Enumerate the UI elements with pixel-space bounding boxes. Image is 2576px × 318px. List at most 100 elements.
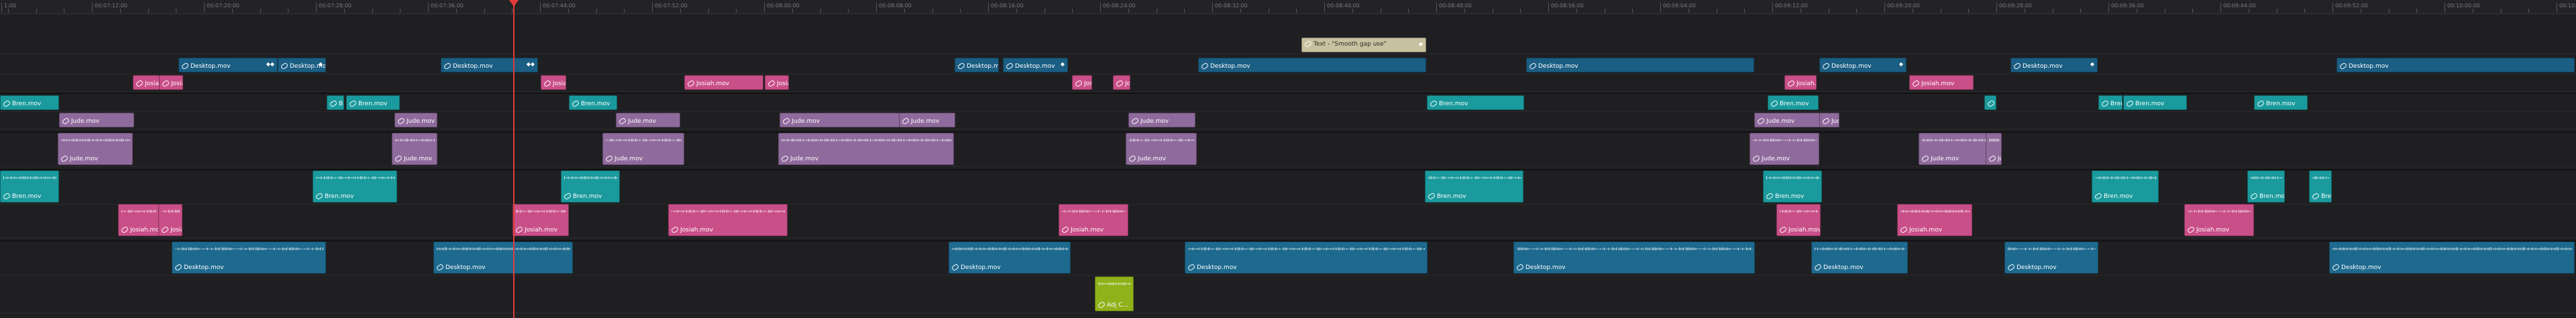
playhead[interactable] <box>513 4 515 318</box>
clip-title[interactable]: ◆Text - "Smooth gap use" <box>1301 38 1426 52</box>
clip-desktop[interactable]: ◆Desktop.mov <box>2010 58 2098 72</box>
clip-bren[interactable]: Bren.mov <box>569 95 617 110</box>
clip-jude[interactable]: Jude.mov <box>58 133 133 165</box>
clip-desktop[interactable]: Desktop.mov <box>2004 242 2098 274</box>
clip-jude[interactable]: Jude.mov <box>616 113 680 127</box>
clip-josiah[interactable]: Josiah.mov <box>1784 75 1817 90</box>
clip-josiah[interactable]: Josiah.mov <box>765 75 789 90</box>
clip-jude[interactable]: Jude.mov <box>1750 133 1819 165</box>
audio-waveform <box>1900 209 1970 213</box>
clip-desktop[interactable]: Desktop.mov <box>2337 58 2575 72</box>
clip-bren[interactable]: Bren.mov <box>346 95 400 110</box>
clip-jude[interactable]: Jude.mov <box>394 113 437 127</box>
link-icon <box>1097 301 1106 309</box>
clip-bren[interactable]: Bren.mov <box>1984 95 1996 110</box>
clip-bren[interactable]: Bren.mov <box>1768 95 1819 110</box>
clip-desktop[interactable]: Desktop.mov <box>1198 58 1426 72</box>
clip-bren[interactable]: Bren.mov <box>1425 170 1523 203</box>
keyframe-icon[interactable]: ◆ <box>2090 61 2094 67</box>
clip-jude[interactable]: Jude.mov <box>899 113 955 127</box>
clip-josiah[interactable]: Josiah.mov <box>2184 204 2254 236</box>
clip-josiah[interactable]: Josiah.mov <box>1059 204 1128 236</box>
clip-desktop[interactable]: Desktop.mov <box>2329 242 2575 274</box>
clip-bren[interactable]: Bren.mov <box>2247 170 2285 203</box>
clip-desktop[interactable]: Desktop.mov <box>1185 242 1428 274</box>
clip-desktop[interactable]: Desktop.mov <box>172 242 326 274</box>
clip-jude[interactable]: Jude.mov <box>1128 113 1195 127</box>
clip-desktop[interactable]: ◆◆Desktop.mov <box>441 58 538 72</box>
clip-desktop[interactable]: Desktop.mov <box>955 58 999 72</box>
clip-desktop[interactable]: Desktop.mov <box>433 242 573 274</box>
clip-josiah[interactable]: Josiah.mov <box>1113 75 1130 90</box>
clip-bren[interactable]: Bren.mov <box>313 170 397 203</box>
clip-josiah[interactable]: Josiah.mov <box>1776 204 1821 236</box>
clip-name-text: Bren.mov <box>2266 101 2296 107</box>
clip-desktop[interactable]: Desktop.mov <box>1811 242 1908 274</box>
clip-bren[interactable]: Bren.mov <box>2254 95 2308 110</box>
clip-josiah[interactable]: Josiah.mov <box>1909 75 1974 90</box>
clip-desktop[interactable]: Desktop.mov <box>1526 58 1754 72</box>
clip-bren[interactable]: Bren.mov <box>0 95 59 110</box>
clip-desktop[interactable]: Desktop.mov <box>949 242 1071 274</box>
clip-bren[interactable]: Bren.mov <box>1427 95 1524 110</box>
clip-desktop[interactable]: ◆◆Desktop.mov <box>178 58 278 72</box>
clip-jude[interactable]: Jude.mov <box>1819 113 1839 127</box>
clip-name: Bren.mov <box>348 99 387 108</box>
clip-josiah[interactable]: Josiah.mov <box>541 75 566 90</box>
clip-bren[interactable]: Bren.mov <box>1763 170 1822 203</box>
clip-bren[interactable]: Bren.mov <box>2092 170 2159 203</box>
keyframe-icon[interactable]: ◆ <box>1898 61 1903 67</box>
keyframe-icon[interactable]: ◆◆ <box>266 61 274 67</box>
link-icon <box>2331 263 2341 272</box>
clip-bren[interactable]: Bren.mov <box>2123 95 2187 110</box>
clip-josiah[interactable]: Josiah.mov <box>118 204 160 236</box>
clip-jude[interactable]: Jude.mov <box>780 113 900 127</box>
ruler-minor-tick <box>1464 9 1465 13</box>
audio-waveform <box>1753 138 1817 142</box>
clip-desktop[interactable]: ◆Desktop.mov <box>278 58 326 72</box>
clip-jude[interactable]: Jude.mov <box>1986 133 2002 165</box>
clip-josiah[interactable]: Josiah.mov <box>158 204 182 236</box>
clip-jude[interactable]: Jude.mov <box>1919 133 1992 165</box>
clip-name: Josiah.mov <box>1911 79 1954 88</box>
clip-bren[interactable]: Bren.mov <box>561 170 620 203</box>
clip-josiah[interactable]: Josiah.mov <box>133 75 160 90</box>
clip-desktop[interactable]: ◆Desktop.mov <box>1003 58 1068 72</box>
clip-jude[interactable]: Jude.mov <box>59 113 134 127</box>
playhead-handle[interactable] <box>509 0 519 7</box>
track-divider <box>0 93 2576 94</box>
clip-bren[interactable]: Bren.mov <box>2309 170 2332 203</box>
ruler-minor-tick <box>148 9 149 13</box>
link-icon <box>1200 62 1210 70</box>
clip-josiah[interactable]: Josiah.mov <box>684 75 763 90</box>
keyframe-icon[interactable]: ◆ <box>1060 61 1065 67</box>
clip-name: Josiah.mov <box>1061 225 1104 234</box>
clip-name-text: Jude.mov <box>1931 156 1960 162</box>
audio-waveform <box>437 247 570 250</box>
clip-name-text: Jude.mov <box>792 118 820 125</box>
clip-desktop[interactable]: Desktop.mov <box>1513 242 1755 274</box>
clip-bren[interactable]: Bren.mov <box>2098 95 2123 110</box>
keyframe-icon[interactable]: ◆ <box>318 61 323 67</box>
clip-josiah[interactable]: Josiah.mov <box>1897 204 1972 236</box>
audio-waveform <box>1815 247 1905 250</box>
clip-name: Jude.mov <box>60 154 98 163</box>
clip-josiah[interactable]: Josiah.mov <box>1072 75 1092 90</box>
clip-jude[interactable]: Jude.mov <box>1754 113 1823 127</box>
clip-josiah[interactable]: Josiah.mov <box>513 204 569 236</box>
clip-bren[interactable]: Bren.mov <box>327 95 344 110</box>
keyframe-icon[interactable]: ◆ <box>1418 41 1423 47</box>
link-icon <box>1005 62 1014 70</box>
clip-jude[interactable]: Jude.mov <box>778 133 954 165</box>
clip-jude[interactable]: Jude.mov <box>1126 133 1197 165</box>
clip-desktop[interactable]: ◆Desktop.mov <box>1819 58 1907 72</box>
clip-josiah[interactable]: Josiah.mov <box>159 75 183 90</box>
clip-bren[interactable]: Bren.mov <box>0 170 59 203</box>
clip-green[interactable]: Adj C... <box>1095 276 1134 311</box>
clip-jude[interactable]: Jude.mov <box>392 133 437 165</box>
clip-josiah[interactable]: Josiah.mov <box>668 204 788 236</box>
keyframe-icon[interactable]: ◆◆ <box>526 61 535 67</box>
clip-jude[interactable]: Jude.mov <box>602 133 684 165</box>
